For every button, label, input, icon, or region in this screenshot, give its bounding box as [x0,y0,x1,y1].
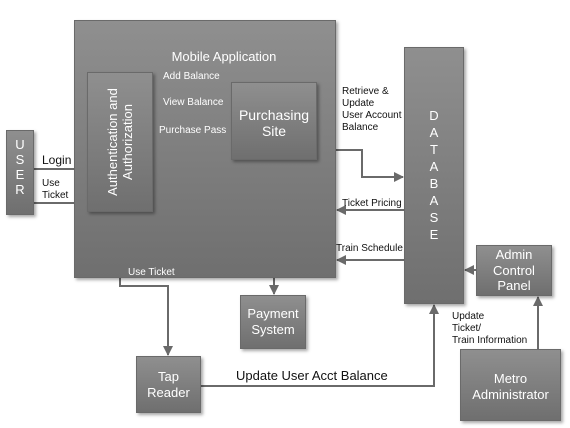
purchasing-site-node [231,82,317,160]
user-label-letter: U [15,137,25,152]
database-label-letter: E [429,227,439,242]
database-label-letter: A [429,125,439,140]
authentication-authorization-node [87,72,153,212]
database-label-letter: T [430,142,438,157]
tap-reader-node [136,356,201,413]
use-ticket-auth-edge-label: Use Ticket [128,267,175,278]
admin-control-panel-node [476,245,552,296]
purchasing-site-label: Purchasing Site [238,107,310,139]
database-label-letter: A [429,159,439,174]
authentication-authorization-label: Authentication and Authorization [105,88,135,196]
login-edge-label: Login [42,153,72,167]
metro-administrator-label: Metro Administrator [472,371,549,402]
user-node [6,130,34,215]
database-label-letter: S [429,210,439,225]
use-ticket-user-edge-label: Use Ticket [42,178,69,201]
database-label-letter: A [429,193,439,208]
payment-system-label: Payment System [247,306,299,337]
database-label-letter: B [429,176,439,191]
database-label-letter: D [429,108,439,123]
user-label-letter: R [15,182,25,197]
retrieve-update-connector [317,145,404,182]
user-label-letter: S [15,152,25,167]
purchase-pass-edge-label: Purchase Pass [159,125,227,136]
update-ticket-train-edge-label: Update Ticket/ Train Information [452,311,528,346]
admin-control-panel-label: Admin Control Panel [493,247,535,293]
ticket-pricing-edge-label: Ticket Pricing [342,198,402,209]
retrieve-update-edge-label: Retrieve & Update User Account Balance [342,86,402,133]
train-schedule-edge-label: Train Schedule [336,243,403,254]
update-acct-balance-connector [201,304,439,387]
metro-administrator-node [460,349,561,421]
user-label-letter: E [15,167,25,182]
view-balance-edge-label: View Balance [163,97,224,108]
mobile-application-title: Mobile Application [171,49,277,64]
update-acct-balance-edge-label: Update User Acct Balance [236,368,388,383]
add-balance-edge-label: Add Balance [163,71,220,82]
tap-reader-label: Tap Reader [147,369,190,400]
database-node [404,47,464,304]
payment-system-node [240,295,306,349]
